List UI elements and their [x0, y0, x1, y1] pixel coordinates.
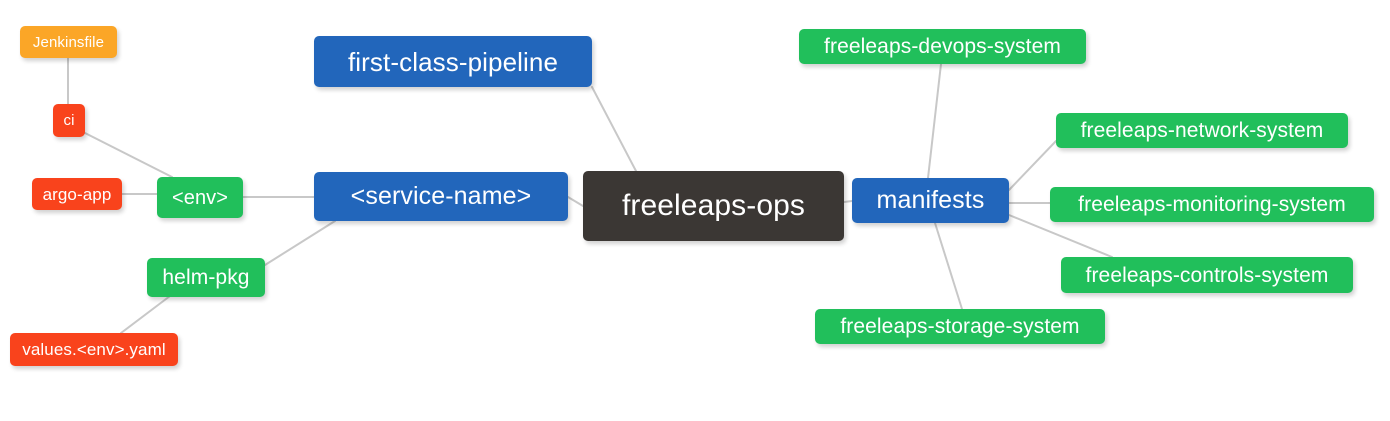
mindmap-node-label: freeleaps-storage-system [840, 315, 1080, 338]
mindmap-node-label: Jenkinsfile [32, 33, 105, 51]
mindmap-node-ci[interactable]: ci [53, 104, 85, 137]
mindmap-node-label: helm-pkg [162, 266, 250, 289]
mindmap-node-storage[interactable]: freeleaps-storage-system [815, 309, 1105, 344]
mindmap-node-argo[interactable]: argo-app [32, 178, 122, 210]
mindmap-node-service[interactable]: <service-name> [314, 172, 568, 221]
mindmap-node-label: freeleaps-network-system [1080, 119, 1324, 142]
mindmap-node-helm[interactable]: helm-pkg [147, 258, 265, 297]
mindmap-node-label: <env> [171, 186, 229, 209]
mindmap-edge-manifests-to-network [1008, 140, 1057, 191]
mindmap-node-manifests[interactable]: manifests [852, 178, 1009, 223]
mindmap-edge-manifests-to-storage [934, 222, 963, 310]
mindmap-edge-env-to-ci [84, 132, 173, 178]
mindmap-node-jenkins[interactable]: Jenkinsfile [20, 26, 117, 58]
mindmap-edge-root-to-manifests [843, 200, 853, 203]
mindmap-node-label: freeleaps-controls-system [1085, 263, 1329, 287]
mindmap-node-label: freeleaps-monitoring-system [1078, 193, 1346, 216]
mindmap-edge-helm-to-values [120, 295, 171, 334]
mindmap-node-env[interactable]: <env> [157, 177, 243, 218]
mindmap-node-label: argo-app [42, 184, 112, 204]
mindmap-node-monitoring[interactable]: freeleaps-monitoring-system [1050, 187, 1374, 222]
mindmap-node-label: values.<env>.yaml [22, 340, 166, 359]
mindmap-edge-root-to-service [567, 196, 584, 207]
mindmap-node-devops[interactable]: freeleaps-devops-system [799, 29, 1086, 64]
mindmap-node-network[interactable]: freeleaps-network-system [1056, 113, 1348, 148]
mindmap-node-label: freeleaps-ops [621, 189, 806, 222]
mindmap-node-label: ci [63, 112, 75, 129]
mindmap-edge-manifests-to-devops [927, 63, 942, 179]
mindmap-node-label: <service-name> [350, 182, 532, 210]
mindmap-node-label: manifests [876, 186, 985, 214]
mindmap-node-label: freeleaps-devops-system [824, 35, 1061, 58]
mindmap-edge-service-to-helm [264, 220, 336, 266]
mindmap-edge-root-to-pipeline [591, 86, 637, 172]
mindmap-node-root[interactable]: freeleaps-ops [583, 171, 844, 241]
mindmap-node-pipeline[interactable]: first-class-pipeline [314, 36, 592, 87]
mindmap-node-controls[interactable]: freeleaps-controls-system [1061, 257, 1353, 293]
mindmap-node-values[interactable]: values.<env>.yaml [10, 333, 178, 366]
mindmap-node-label: first-class-pipeline [347, 46, 559, 77]
